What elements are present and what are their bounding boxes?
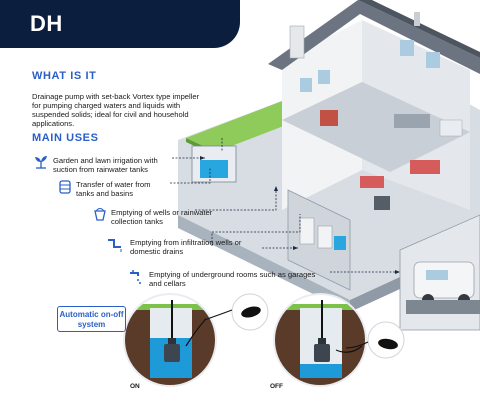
bucket-icon — [94, 208, 106, 221]
tap-icon — [130, 270, 141, 284]
header-banner: DH — [0, 0, 240, 48]
what-is-it-heading: WHAT IS IT — [32, 70, 97, 82]
use-item-2: Transfer of water from tanks and basins — [76, 180, 151, 198]
use-item-3: Emptying of wells or rainwater collectio… — [111, 208, 213, 226]
use-item-1: Garden and lawn irrigation with suction … — [53, 156, 158, 174]
off-label: OFF — [270, 383, 283, 390]
automatic-on-off-box: Automatic on-off system — [57, 306, 126, 332]
drain-pipe-icon — [108, 239, 122, 252]
house-roof — [268, 0, 480, 74]
main-uses-heading: MAIN USES — [32, 132, 99, 144]
chimney — [289, 25, 305, 59]
what-is-it-text: Drainage pump with set-back Vortex type … — [32, 92, 200, 128]
use-item-4: Emptying from infiltration wells or dome… — [130, 238, 242, 256]
sprout-icon — [35, 156, 47, 169]
off-diagram — [274, 294, 366, 386]
water-tank-icon — [59, 180, 71, 194]
on-label: ON — [130, 383, 140, 390]
use-item-5: Emptying of underground rooms such as ga… — [149, 270, 316, 288]
on-diagram — [124, 294, 216, 386]
product-title: DH — [30, 11, 63, 36]
